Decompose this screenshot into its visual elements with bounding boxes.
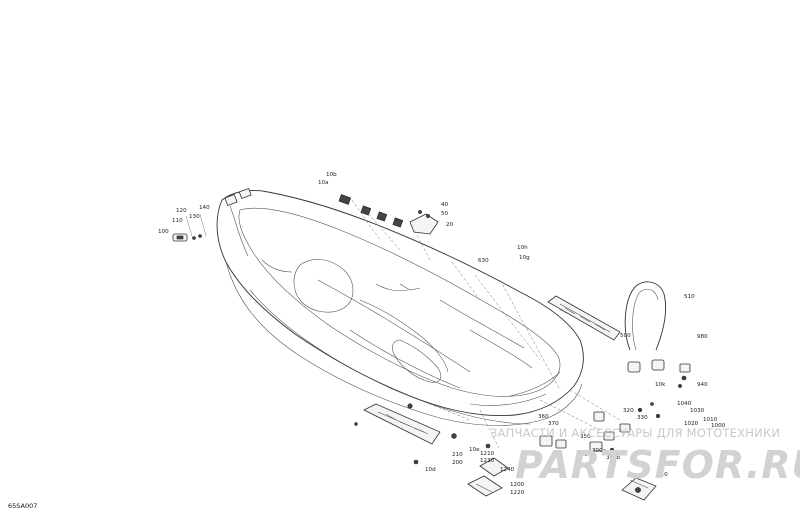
callout-label: 1020 — [684, 421, 699, 427]
callout-label: 1200 — [510, 482, 525, 488]
callout-label: 370 — [548, 421, 559, 427]
callout-label: 100 — [158, 229, 169, 235]
callout-label: 300 — [577, 452, 588, 458]
stern-hardware-cluster — [539, 402, 661, 501]
callout-label: 1010 — [703, 417, 718, 423]
side-vent-grill — [354, 403, 457, 465]
callout-label: 500 — [620, 333, 631, 339]
callout-label: 10k — [655, 382, 666, 388]
callout-label: 20 — [446, 222, 454, 228]
callout-label: 40 — [441, 202, 449, 208]
callout-label: 1030 — [690, 408, 705, 414]
callout-label: 10b — [326, 172, 337, 178]
right-side-parts — [547, 281, 691, 388]
callout-label: 350 — [580, 434, 591, 440]
callout-label: 300a — [592, 448, 606, 454]
callout-label: 10e — [469, 447, 480, 453]
callout-label: 10d — [425, 467, 436, 473]
callout-label: 200 — [452, 460, 463, 466]
callout-label: 1000 — [711, 423, 726, 429]
callout-label: 360 — [538, 414, 549, 420]
callout-label: 1240 — [500, 467, 515, 473]
callout-label: 330 — [637, 415, 648, 421]
bow-eye-cluster — [172, 213, 207, 242]
callout-label: 10a — [318, 180, 329, 186]
watermark-brand: PARTSFOR.RU — [515, 443, 800, 487]
part-callouts: 10b 10a 40 50 20 120 140 110 130 100 10h 630 10g 510 5… — [158, 172, 726, 496]
callout-label: 1220 — [510, 490, 525, 496]
watermark-tagline: ЗАПЧАСТИ И АКСЕССУАРЫ ДЛЯ МОТОТЕХНИКИ — [490, 426, 780, 440]
hull-body — [216, 187, 584, 426]
callout-label: 1040 — [677, 401, 692, 407]
callout-label: 130 — [189, 214, 200, 220]
callout-label: 940 — [697, 382, 708, 388]
callout-label: 300b — [606, 455, 621, 461]
callout-label: 980 — [697, 334, 708, 340]
drain-plug-parts — [467, 443, 509, 497]
callout-label: 10h — [517, 245, 528, 251]
callout-label: 510 — [684, 294, 695, 300]
diagram-code: 65SA007 — [8, 502, 37, 510]
callout-label: 140 — [199, 205, 210, 211]
deck-plugs-cluster — [338, 194, 439, 235]
callout-label: 10g — [519, 255, 530, 261]
callout-label: 50 — [441, 211, 449, 217]
callout-label: 630 — [478, 258, 489, 264]
callout-label: 1230 — [480, 458, 495, 464]
assembly-leader-lines — [351, 199, 621, 451]
callout-label: 1210 — [480, 451, 495, 457]
callout-label: 320 — [623, 408, 634, 414]
callout-label: 120 — [176, 208, 187, 214]
callout-label: 310 — [657, 472, 668, 478]
callout-label: 110 — [172, 218, 183, 224]
callout-label: 210 — [452, 452, 463, 458]
